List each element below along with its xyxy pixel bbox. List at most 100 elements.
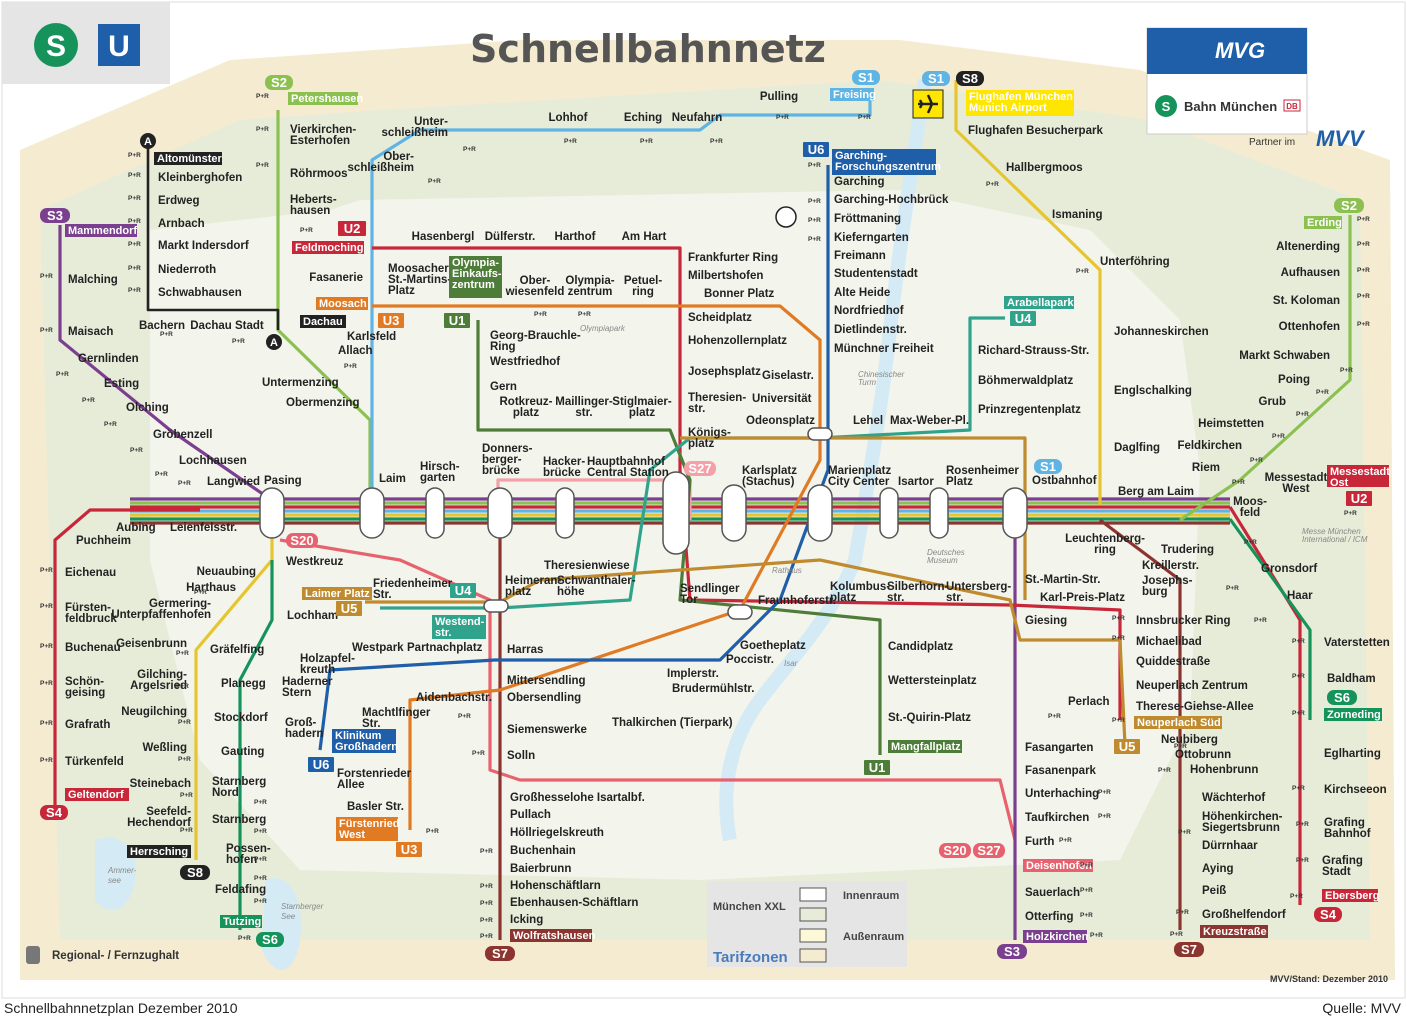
- interchange-pasing[interactable]: [259, 487, 285, 539]
- interchange-ostbahnhof[interactable]: [1002, 487, 1028, 539]
- park-and-ride-icon: P+R: [1174, 743, 1187, 750]
- map-title: Schnellbahnnetz: [470, 27, 826, 71]
- terminus-bg: [1200, 925, 1268, 938]
- junction-a-north-icon: [140, 133, 156, 149]
- terminus-neuperlach-süd: Neuperlach Süd: [1134, 716, 1222, 729]
- interchange-hauptbahnhof[interactable]: [662, 471, 690, 555]
- station-label-kolumbus-platz: Kolumbus-platz: [830, 581, 890, 604]
- park-and-ride-icon: P+R: [1357, 293, 1370, 300]
- interchange-sendlinger-tor[interactable]: [727, 604, 753, 620]
- station-label-otterfing: Otterfing: [1025, 911, 1074, 923]
- line-badge-s20[interactable]: S20: [939, 843, 971, 858]
- terminus-moosach: Moosach: [316, 297, 368, 310]
- interchange-isartor[interactable]: [879, 487, 899, 539]
- badge-label: S1: [1040, 459, 1056, 474]
- line-badge-s7[interactable]: S7: [485, 946, 515, 961]
- db-logo-icon: [1283, 99, 1301, 112]
- station-label-frankfurter-ring: Frankfurter Ring: [688, 252, 778, 264]
- interchange-hirschgarten[interactable]: [425, 487, 445, 539]
- line-badge-s27[interactable]: S27: [973, 843, 1005, 858]
- terminus-label: Petershausen: [291, 93, 363, 105]
- interchange-hackerbruecke[interactable]: [555, 487, 575, 539]
- terminus-deisenhofen: Deisenhofen: [1023, 859, 1093, 872]
- park-and-ride-icon: P+R: [472, 750, 485, 757]
- line-badge-u5[interactable]: U5: [1114, 739, 1140, 754]
- line-badge-s1[interactable]: S1: [852, 70, 880, 85]
- terminus-label: Herrsching: [130, 846, 188, 858]
- station-label-aufhausen: Aufhausen: [1281, 267, 1340, 279]
- interchange-donnersbergerbruecke[interactable]: [487, 487, 513, 539]
- line-badge-u1[interactable]: U1: [864, 760, 890, 775]
- line-badge-s4[interactable]: S4: [40, 805, 68, 820]
- park-and-ride-icon: P+R: [1357, 216, 1370, 223]
- terminus-bg: [154, 152, 222, 165]
- interchange-heimeranplatz[interactable]: [483, 599, 509, 613]
- badge-label: S4: [1320, 907, 1337, 922]
- line-u5-west: [680, 436, 1027, 600]
- interchange-rosenheimer-platz[interactable]: [929, 487, 949, 539]
- line-badge-s2[interactable]: S2: [265, 75, 293, 90]
- park-and-ride-icon: P+R: [128, 241, 141, 248]
- interchange-karlsplatz[interactable]: [721, 484, 747, 542]
- station-label-neugilching: Neugilching: [121, 706, 187, 718]
- badge-label: U1: [869, 760, 886, 775]
- badge-label: S8: [962, 71, 978, 86]
- station-label-gilching-argelsried: Gilching-Argelsried: [130, 669, 187, 692]
- park-and-ride-icon: P+R: [1340, 367, 1353, 374]
- line-badge-s4[interactable]: S4: [1314, 907, 1342, 922]
- badge-label: U3: [401, 842, 418, 857]
- station-label-schwanthaler-höhe: Schwanthaler-höhe: [557, 575, 636, 598]
- line-badge-s27[interactable]: S27: [684, 461, 716, 476]
- line-badge-s1[interactable]: S1: [1034, 459, 1062, 474]
- line-badge-u6[interactable]: U6: [308, 757, 334, 772]
- terminus-bg: [332, 729, 396, 753]
- line-badge-u5[interactable]: U5: [336, 601, 362, 616]
- station-label-fraunhoferstr: Fraunhoferstr.: [758, 595, 836, 607]
- line-badge-u4[interactable]: U4: [1010, 311, 1036, 326]
- line-badge-u3[interactable]: U3: [378, 313, 404, 328]
- station-label-kirchseeon: Kirchseeon: [1324, 784, 1387, 796]
- line-badge-s7[interactable]: S7: [1174, 942, 1204, 957]
- sbahn-logo-icon: [1155, 95, 1177, 117]
- line-badge-s8[interactable]: S8: [956, 71, 984, 86]
- station-label-brudermühlstr: Brudermühlstr.: [672, 683, 754, 695]
- terminus-bg: [316, 297, 368, 310]
- junction-a-north-label: A: [144, 136, 152, 148]
- interchange-odeonsplatz[interactable]: [807, 427, 833, 441]
- park-and-ride-icon: P+R: [1098, 813, 1111, 820]
- line-badge-s20[interactable]: S20: [286, 533, 318, 548]
- line-badge-u4[interactable]: U4: [450, 583, 476, 598]
- line-badge-s6[interactable]: S6: [256, 932, 284, 947]
- badge-bg: [256, 932, 284, 947]
- station-label-allach: Allach: [338, 345, 373, 357]
- line-badge-s3[interactable]: S3: [997, 944, 1027, 959]
- line-badge-s6[interactable]: S6: [1327, 690, 1357, 705]
- terminus-mammendorf: Mammendorf: [65, 224, 137, 237]
- badge-label: S1: [928, 71, 944, 86]
- line-badge-s8[interactable]: S8: [180, 865, 210, 880]
- park-and-ride-icon: P+R: [1272, 433, 1285, 440]
- station-label-buchenhain: Buchenhain: [510, 845, 576, 857]
- terminus-label: Arabellapark: [1007, 297, 1075, 309]
- station-label-perlach: Perlach: [1068, 696, 1110, 708]
- line-badge-u6[interactable]: U6: [803, 142, 829, 157]
- terminus-label: Deisenhofen: [1026, 860, 1092, 872]
- line-badge-s1[interactable]: S1: [922, 71, 950, 86]
- station-label-possen-hofen: Possen-hofen: [226, 843, 271, 866]
- line-badge-s3[interactable]: S3: [40, 208, 70, 223]
- station-label-untersberg-str: Untersberg-str.: [946, 581, 1011, 604]
- line-badge-u2[interactable]: U2: [338, 221, 366, 236]
- line-badge-u2[interactable]: U2: [1346, 491, 1372, 506]
- line-badge-u3[interactable]: U3: [396, 842, 422, 857]
- line-badge-u1[interactable]: U1: [444, 313, 470, 328]
- plane-glyph: [918, 94, 938, 114]
- line-badge-s2[interactable]: S2: [1334, 198, 1364, 213]
- terminus-label: Erding: [1307, 217, 1342, 229]
- interchange-laim[interactable]: [359, 487, 385, 539]
- interchange-marienplatz[interactable]: [807, 484, 833, 542]
